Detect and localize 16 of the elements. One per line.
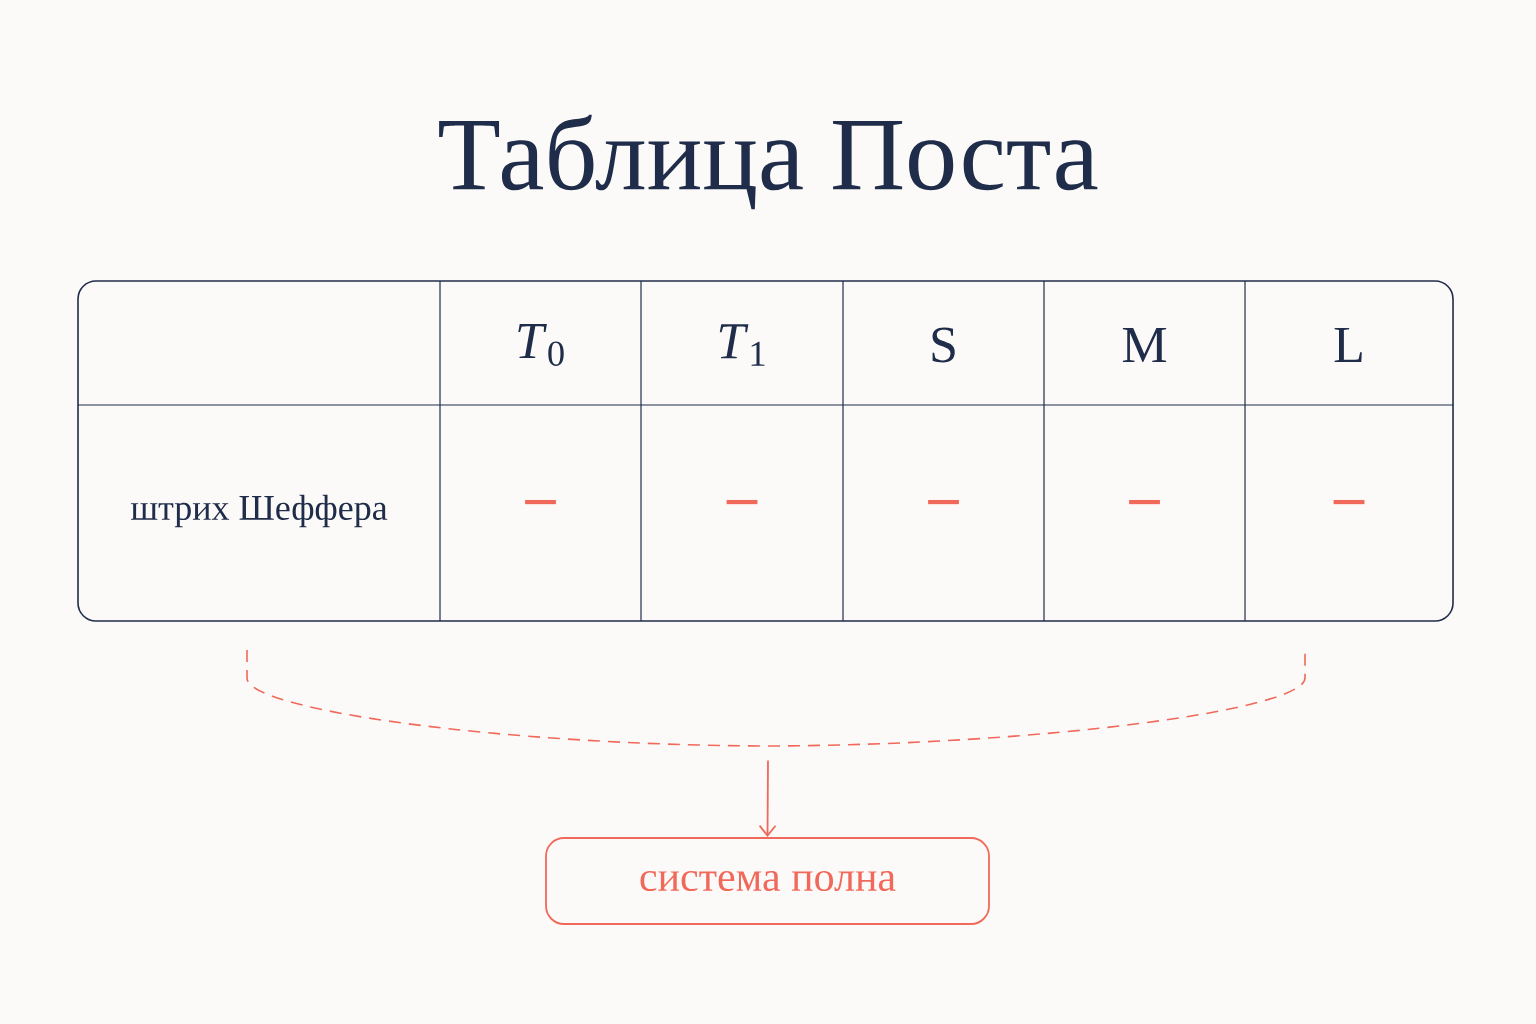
dash-mark: – [928,499,959,505]
header-cell: S [932,327,955,363]
header-cell: T$_{1}$ [719,324,765,366]
bracket [246,649,1306,747]
dash-mark: – [726,499,758,505]
dash-mark: – [525,499,556,505]
dash-mark: – [1129,499,1160,505]
header-cell: M [1122,327,1167,363]
arrow [758,759,777,838]
table-frame [77,280,1454,622]
header-cell: T$_{0}$ [518,324,564,366]
title: Таблица Поста [439,114,1098,210]
header-cell: L [1334,327,1362,363]
dash-mark: – [1333,499,1365,505]
row-label: штрих Шеффера [131,494,388,528]
result-box: система полна [545,837,990,925]
